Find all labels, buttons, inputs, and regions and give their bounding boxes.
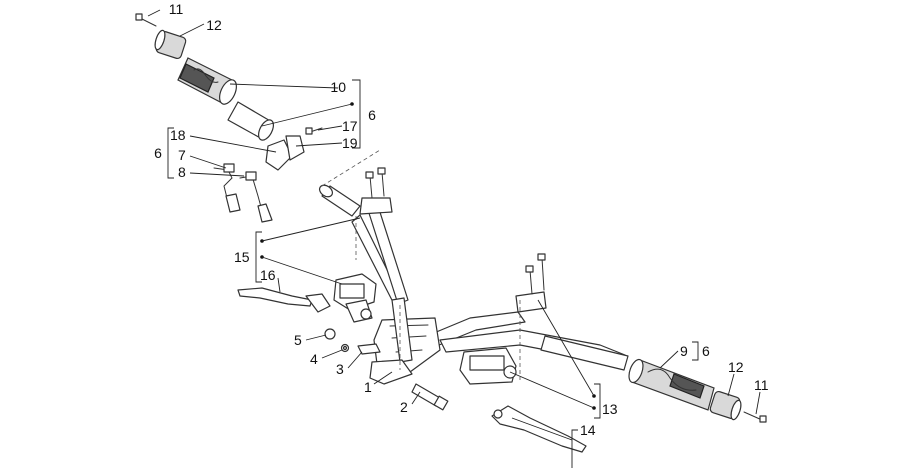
callout-1: 1	[364, 379, 372, 395]
left-end-weight-screw	[135, 13, 157, 27]
left-grip-tube	[318, 184, 361, 217]
callout-8: 8	[178, 164, 186, 180]
throttle-sleeve	[227, 101, 274, 141]
callout-19: 19	[342, 135, 358, 151]
left-grip	[177, 57, 237, 105]
callout-6-left: 6	[154, 145, 162, 161]
throttle-housing	[265, 127, 323, 171]
callout-16: 16	[260, 267, 276, 283]
throttle-cable-8	[239, 171, 273, 223]
right-grip	[628, 358, 715, 411]
callout-12-top: 12	[206, 17, 222, 33]
callout-5: 5	[294, 332, 302, 348]
callout-17: 17	[342, 118, 358, 134]
callout-10: 10	[330, 79, 346, 95]
left-brake-lever	[237, 287, 331, 313]
callout-11-top: 11	[169, 1, 184, 17]
callout-13: 13	[602, 401, 618, 417]
right-brake-lever	[491, 405, 587, 453]
callout-15: 15	[234, 249, 250, 265]
top-clamp-bolts	[365, 167, 386, 199]
lower-bolt	[411, 383, 449, 411]
callout-4: 4	[310, 351, 318, 367]
callout-7: 7	[178, 147, 186, 163]
callout-2: 2	[400, 399, 408, 415]
callout-3: 3	[336, 361, 344, 377]
lower-bracket	[357, 343, 413, 385]
callout-18: 18	[170, 127, 186, 143]
callout-6-top: 6	[368, 107, 376, 123]
callout-12-right: 12	[728, 359, 744, 375]
callout-14: 14	[580, 422, 596, 438]
left-end-weight	[154, 29, 187, 60]
left-master-cylinder	[333, 273, 377, 323]
right-clamp-bolts	[525, 253, 546, 295]
right-master-cylinder	[459, 347, 517, 385]
right-end-weight	[709, 390, 742, 421]
assembly-guides	[321, 149, 521, 380]
left-lever-pivot	[324, 328, 350, 353]
leader-lines	[147, 9, 761, 468]
callout-6-right: 6	[702, 343, 710, 359]
callout-labels: 11 12 10 6 17 18 19 6 7 8 15 16 5 4 3 1 …	[154, 1, 769, 438]
right-end-weight-screw	[743, 411, 767, 423]
callout-11-right: 11	[754, 377, 769, 393]
callout-9: 9	[680, 343, 688, 359]
handlebar-frame	[351, 197, 629, 373]
throttle-cable-7	[213, 163, 241, 213]
